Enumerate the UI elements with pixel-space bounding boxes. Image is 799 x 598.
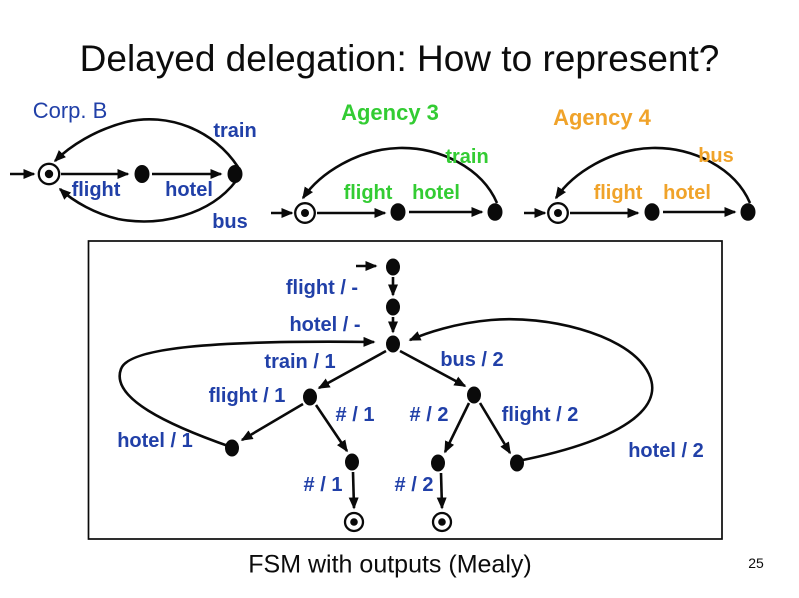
agency3-start-state-dot [301,209,309,217]
corpb-bus-edge [58,180,238,223]
mealy-automaton [118,258,654,533]
mealy-hotel-none-label: hotel / - [289,314,361,336]
agency4-bus-label: bus [698,145,734,167]
mealy-hotel-2-label: hotel / 2 [628,440,704,462]
agency3-hotel-label: hotel [412,182,460,204]
mealy-fsm-frame [87,240,723,540]
agency4-start-state-dot [554,209,562,217]
corpb-train-label: train [213,120,257,142]
mealy-hotel-1-label: hotel / 1 [117,430,193,452]
mealy-final-state-1-dot [350,518,358,526]
agency3-train-label: train [445,146,489,168]
agency3-state-2 [487,203,503,221]
slide-caption: FSM with outputs (Mealy) [248,550,532,579]
mealy-hash-1-lower-label: # / 1 [303,474,343,496]
agency4-state-1 [644,203,660,221]
mealy-state-train-branch [303,388,317,406]
agency4-automaton [524,146,756,224]
mealy-hash-1-lower-edge [348,471,359,510]
agency4-title: Agency 4 [553,105,651,130]
mealy-bus-2-edge [399,349,467,388]
mealy-hotel-2-edge [408,317,654,463]
agency3-title: Agency 3 [341,100,439,125]
mealy-final-state-2-dot [438,518,446,526]
mealy-state-after-flight [386,298,400,316]
mealy-hash-1-upper-edge [314,404,349,453]
corpb-automaton [10,117,243,223]
corpb-state-1 [134,165,150,183]
mealy-state-pre-final-1 [345,453,359,471]
agency3-state-1 [390,203,406,221]
page-number: 25 [748,555,764,571]
corpb-start-state-dot [44,169,54,179]
agency4-hotel-label: hotel [663,182,711,204]
agency3-automaton [271,146,503,224]
mealy-hash-2-upper-label: # / 2 [409,404,449,426]
agency4-bus-edge [554,146,752,204]
mealy-state-pre-final-2 [431,454,445,472]
agency3-train-edge [301,146,499,204]
mealy-hash-2-lower-label: # / 2 [394,474,434,496]
mealy-flight-none-label: flight / - [285,277,359,299]
corpb-flight-label: flight [71,179,121,201]
agency4-flight-label: flight [593,182,643,204]
mealy-flight-2-edge [478,402,512,455]
mealy-state-start [386,258,400,276]
mealy-train-1-label: train / 1 [264,351,336,373]
mealy-hotel-1-edge [118,336,376,449]
mealy-hash-1-upper-label: # / 1 [335,404,375,426]
agency4-state-2 [740,203,756,221]
mealy-state-hub [386,335,400,353]
corpb-hotel-label: hotel [165,179,213,201]
mealy-hash-2-lower-edge [436,472,447,510]
corpb-bus-label: bus [212,211,248,233]
mealy-state-flight-2 [510,454,524,472]
corpb-train-edge [53,117,240,168]
mealy-state-flight-1 [225,439,239,457]
mealy-state-bus-branch [467,386,481,404]
corpb-state-2 [227,165,243,183]
mealy-flight-1-edge [240,402,304,442]
agency3-flight-label: flight [343,182,393,204]
mealy-flight-1-label: flight / 1 [208,385,286,407]
mealy-bus-2-label: bus / 2 [440,349,504,371]
mealy-flight-2-label: flight / 2 [501,404,579,426]
corpb-title: Corp. B [32,98,108,123]
slide-title: Delayed delegation: How to represent? [79,38,720,79]
mealy-train-1-edge [317,349,387,390]
mealy-hash-2-upper-edge [443,402,471,454]
